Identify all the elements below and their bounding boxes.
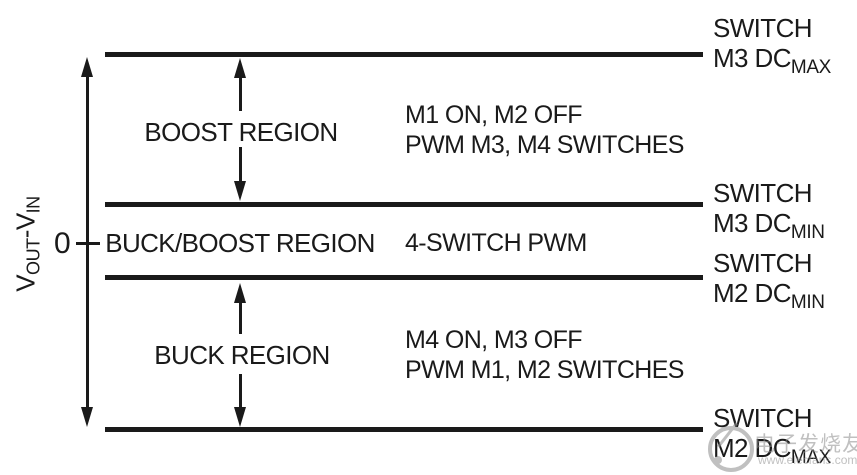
buck-region-arrow-shaft-upper	[239, 301, 242, 334]
watermark-site-url: www.elecfans.com	[758, 453, 857, 467]
threshold-value-sub: MIN	[790, 292, 825, 313]
buck-region-description-line2: PWM M1, M2 SWITCHES	[405, 356, 684, 384]
boost-region-arrow-shaft-lower	[239, 147, 242, 183]
watermark-logo-dot-icon	[714, 456, 722, 464]
threshold-value-sub: MAX	[790, 447, 831, 468]
y-axis-label-vin: V	[10, 213, 41, 231]
boost-region-description-line2: PWM M3, M4 SWITCHES	[405, 131, 684, 159]
watermark: 电子发烧友 www.elecfans.com	[706, 422, 857, 475]
threshold-label-word: SWITCH	[713, 248, 813, 278]
threshold-label-m3-dcmin: SWITCH M3 DCMIN	[713, 178, 825, 243]
buck-boost-region-label: BUCK/BOOST REGION	[105, 228, 375, 258]
buck-boost-region-description: 4-SWITCH PWM	[405, 228, 587, 258]
threshold-label-value: M2 DCMIN	[713, 278, 825, 313]
threshold-label-m3-dcmax: SWITCH M3 DCMAX	[713, 13, 831, 78]
threshold-value-sub: MAX	[790, 57, 831, 78]
y-axis-arrowhead-up-icon	[81, 57, 93, 77]
y-axis-label-vout: V	[10, 275, 41, 292]
y-axis-arrow-shaft	[86, 75, 89, 408]
threshold-label-value: M3 DCMAX	[713, 43, 831, 78]
threshold-value-sub: MIN	[790, 222, 825, 243]
boost-region-arrowhead-up-icon	[234, 58, 246, 78]
boost-region-arrowhead-down-icon	[234, 181, 246, 201]
y-axis-label-vout-sub: OUT	[23, 238, 44, 276]
threshold-label-word: SWITCH	[713, 178, 813, 208]
buck-region-description: M4 ON, M3 OFF PWM M1, M2 SWITCHES	[405, 325, 684, 385]
watermark-site-name: 电子发烧友	[754, 433, 857, 456]
boost-region-arrow-shaft-upper	[239, 76, 242, 111]
y-axis-label: VOUT-VIN	[10, 196, 44, 292]
buck-region-arrow-shaft-lower	[239, 374, 242, 409]
threshold-line-m2-dcmax	[105, 427, 703, 432]
buck-boost-region-description-line1: 4-SWITCH PWM	[405, 229, 587, 257]
buck-region-description-line1: M4 ON, M3 OFF	[405, 326, 583, 354]
boost-region-label: BOOST REGION	[144, 117, 338, 147]
threshold-value-main: M3 DC	[713, 208, 792, 238]
threshold-label-value: M3 DCMIN	[713, 208, 825, 243]
threshold-label-word: SWITCH	[713, 13, 813, 43]
boost-region-description: M1 ON, M2 OFF PWM M3, M4 SWITCHES	[405, 100, 684, 160]
y-axis-zero-label: 0	[54, 227, 71, 260]
y-axis-arrowhead-down-icon	[81, 407, 93, 427]
threshold-value-main: M2 DC	[713, 278, 792, 308]
boost-region-description-line1: M1 ON, M2 OFF	[405, 101, 583, 129]
threshold-label-m2-dcmin: SWITCH M2 DCMIN	[713, 248, 825, 313]
y-axis-label-vin-sub: IN	[23, 196, 44, 214]
buck-region-arrowhead-up-icon	[234, 283, 246, 303]
threshold-line-m3-dcmin	[105, 202, 703, 207]
threshold-value-main: M3 DC	[713, 43, 792, 73]
buck-region-arrowhead-down-icon	[234, 407, 246, 427]
buck-region-label: BUCK REGION	[154, 340, 330, 370]
threshold-line-m2-dcmin	[105, 275, 703, 280]
threshold-line-m3-dcmax	[105, 52, 703, 57]
